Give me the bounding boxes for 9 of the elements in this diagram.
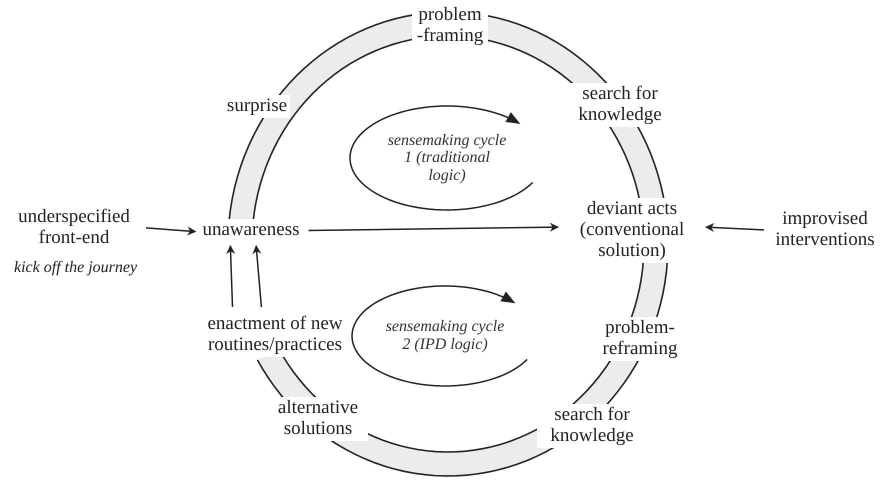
node-note: kick off the journey xyxy=(14,259,138,277)
arrow xyxy=(252,245,262,308)
cycle-label: sensemaking cycle 2 (IPD logic) xyxy=(384,317,506,355)
arrow xyxy=(308,222,559,232)
node-label: problem -framing xyxy=(412,4,488,48)
cycle-label: sensemaking cycle 1 (traditional logic) xyxy=(386,130,508,186)
arrow xyxy=(705,223,764,232)
arrow xyxy=(146,226,196,236)
arrow xyxy=(226,245,236,308)
